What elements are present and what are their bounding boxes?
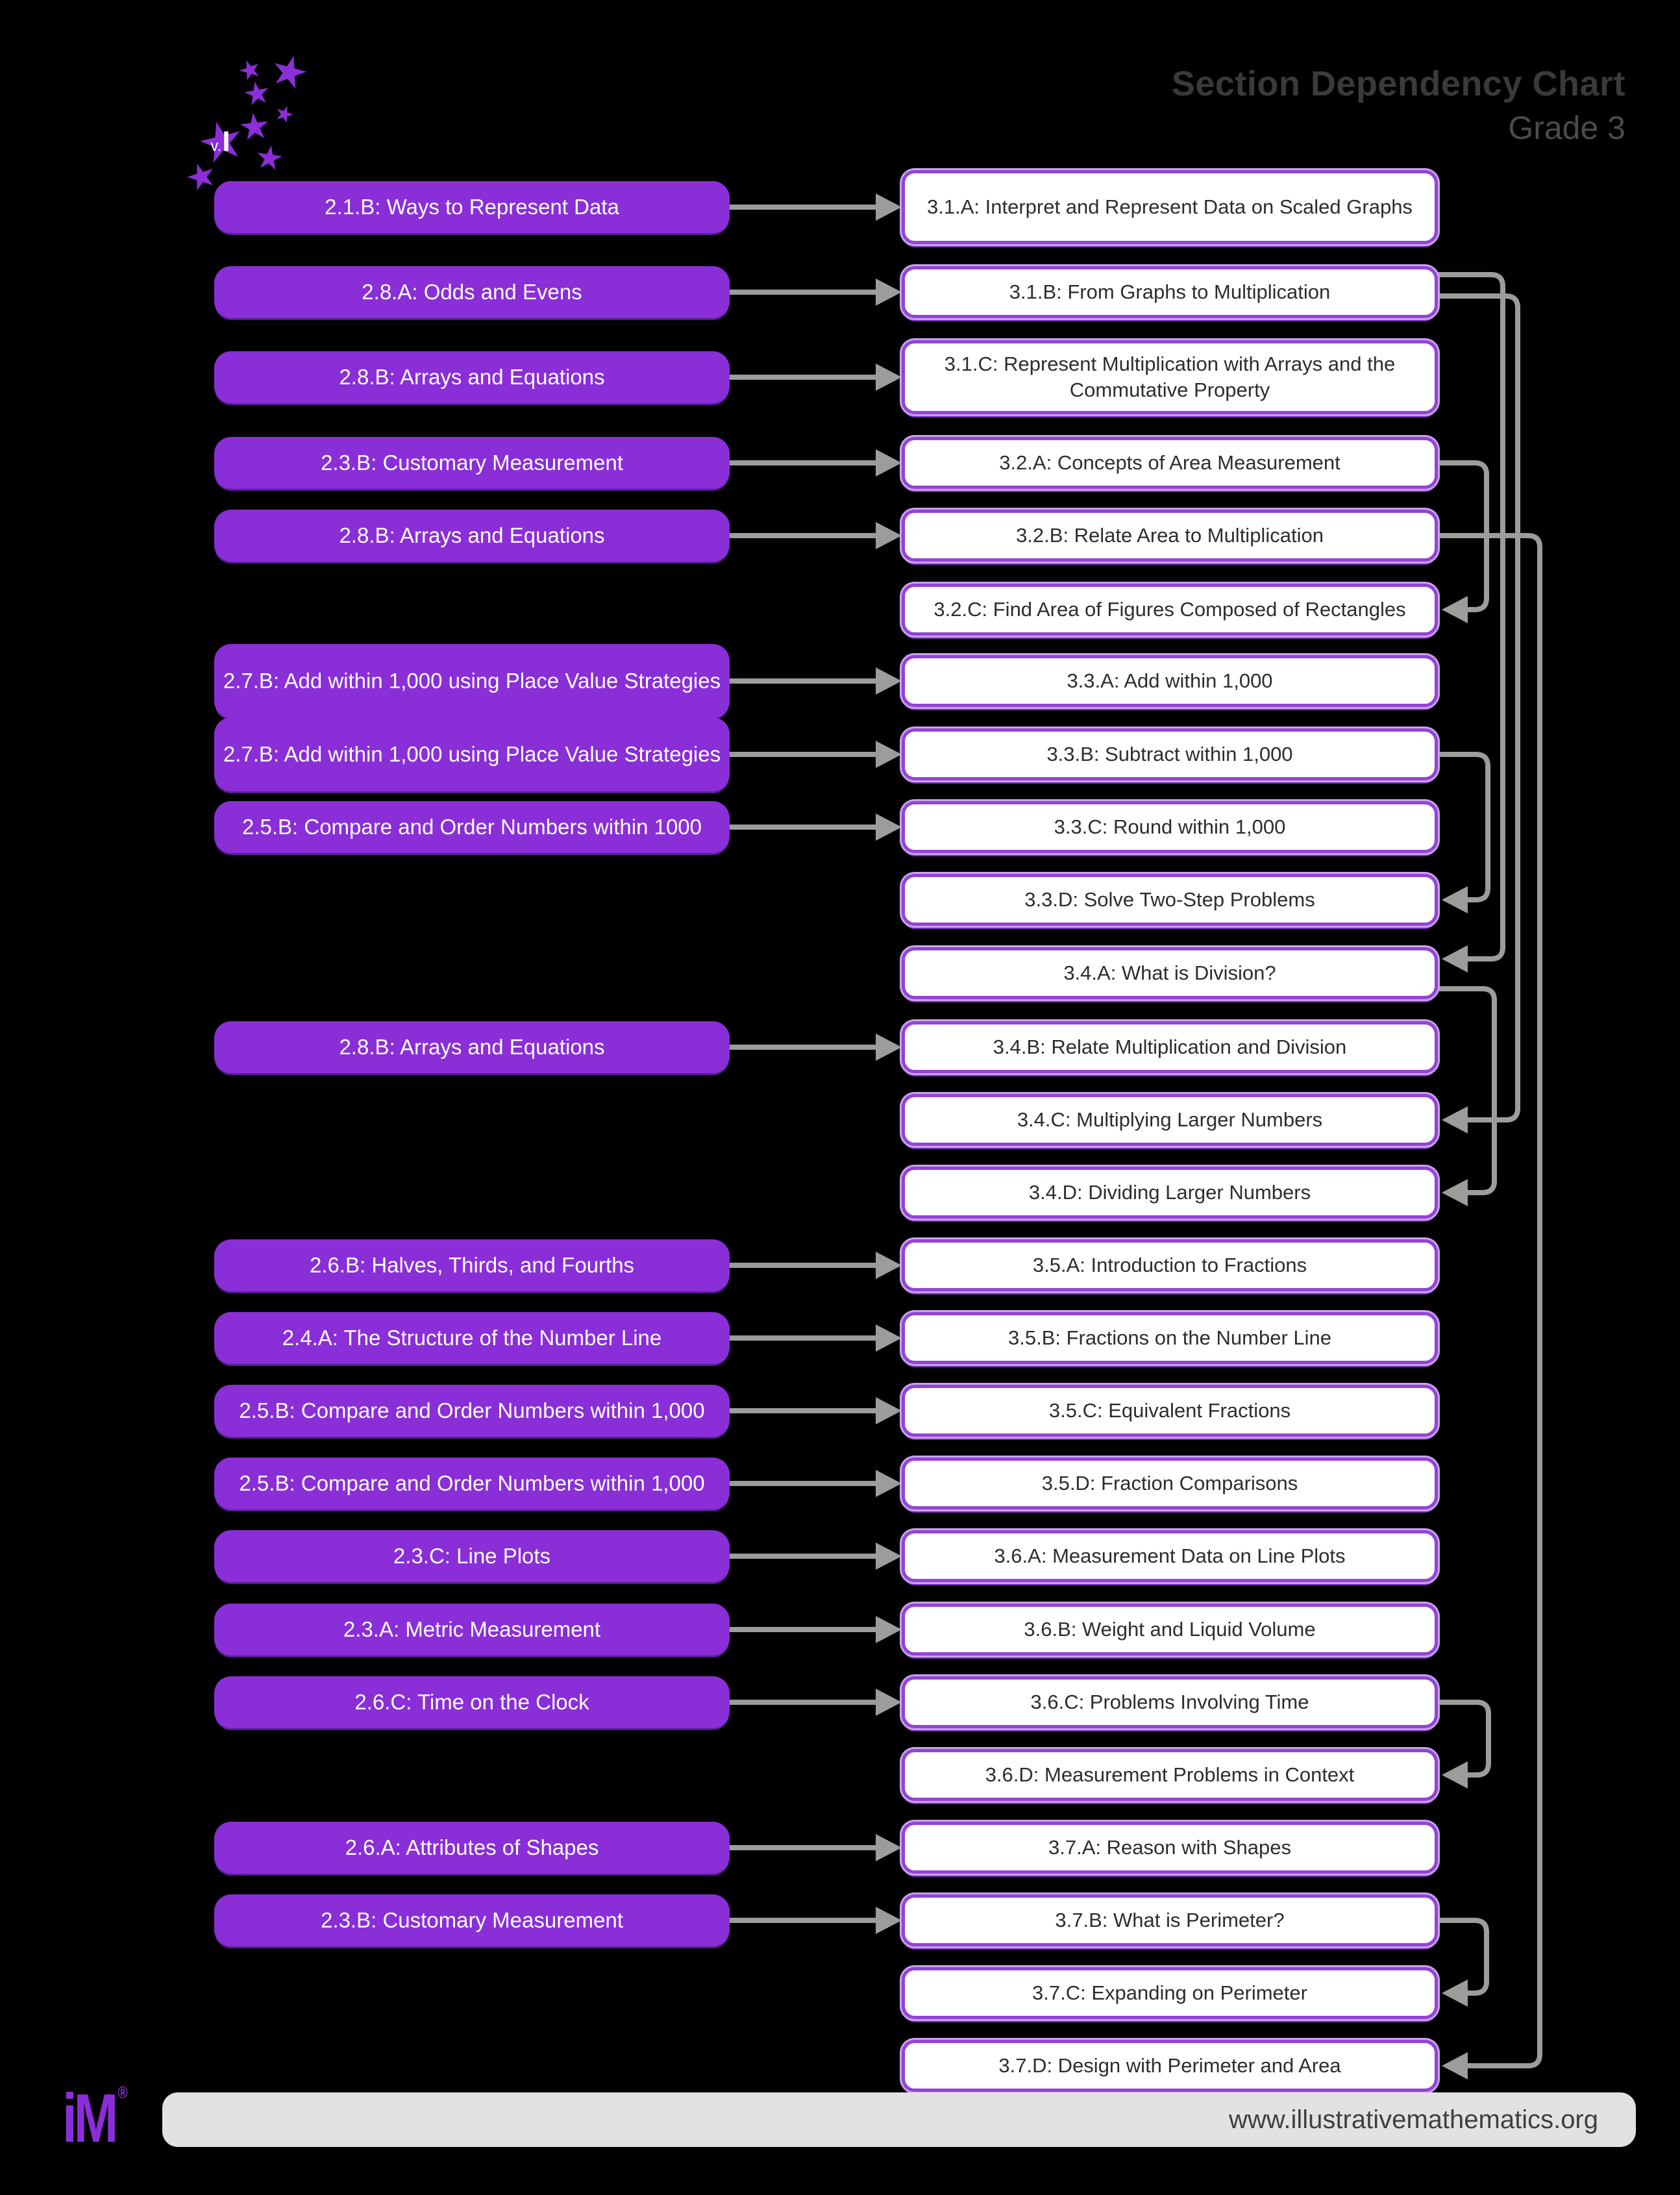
grade2-section-box: 2.8.B: Arrays and Equations	[214, 1021, 730, 1073]
grade2-section-box: 2.3.B: Customary Measurement	[214, 437, 730, 489]
grade2-section-box: 2.6.C: Time on the Clock	[214, 1676, 730, 1728]
grade2-section-box: 2.7.B: Add within 1,000 using Place Valu…	[214, 644, 730, 718]
grade3-section-box: 3.6.D: Measurement Problems in Context	[902, 1749, 1438, 1801]
grade3-section-box: 3.3.A: Add within 1,000	[902, 655, 1438, 707]
grade2-section-box: 2.3.B: Customary Measurement	[214, 1894, 730, 1946]
grade3-section-box: 3.1.B: From Graphs to Multiplication	[902, 266, 1438, 318]
grade3-section-box: 3.7.A: Reason with Shapes	[902, 1822, 1438, 1874]
grade3-section-box: 3.2.B: Relate Area to Multiplication	[902, 510, 1438, 562]
grade2-section-box: 2.5.B: Compare and Order Numbers within …	[214, 1457, 730, 1509]
grade2-section-box: 2.5.B: Compare and Order Numbers within …	[214, 1385, 730, 1437]
grade3-section-box: 3.6.B: Weight and Liquid Volume	[902, 1604, 1438, 1656]
grade2-section-box: 2.3.C: Line Plots	[214, 1530, 730, 1582]
grade3-section-box: 3.4.C: Multiplying Larger Numbers	[902, 1094, 1438, 1146]
grade3-section-box: 3.3.D: Solve Two-Step Problems	[902, 874, 1438, 926]
footer-url-link[interactable]: www.illustrativemathematics.org	[1228, 2105, 1598, 2134]
grade3-section-box: 3.7.D: Design with Perimeter and Area	[902, 2040, 1438, 2092]
page-subtitle: Grade 3	[1508, 110, 1625, 146]
grade2-section-box: 2.7.B: Add within 1,000 using Place Valu…	[214, 717, 730, 791]
footer-bar: www.illustrativemathematics.org	[162, 2092, 1636, 2147]
grade2-section-box: 2.8.B: Arrays and Equations	[214, 351, 730, 403]
logo-version-badge: v.I	[210, 126, 230, 158]
grade3-section-box: 3.7.B: What is Perimeter?	[902, 1894, 1438, 1946]
grade2-section-box: 2.6.A: Attributes of Shapes	[214, 1822, 730, 1874]
grade3-section-box: 3.4.B: Relate Multiplication and Divisio…	[902, 1021, 1438, 1073]
grade3-section-box: 3.6.C: Problems Involving Time	[902, 1676, 1438, 1728]
grade2-section-box: 2.4.A: The Structure of the Number Line	[214, 1312, 730, 1364]
grade3-section-box: 3.5.A: Introduction to Fractions	[902, 1239, 1438, 1291]
page-title: Section Dependency Chart	[1171, 64, 1625, 103]
grade2-section-box: 2.3.A: Metric Measurement	[214, 1604, 730, 1656]
grade2-section-box: 2.1.B: Ways to Represent Data	[214, 181, 730, 233]
grade3-section-box: 3.3.C: Round within 1,000	[902, 801, 1438, 853]
grade3-section-box: 3.4.A: What is Division?	[902, 947, 1438, 999]
grade2-section-box: 2.5.B: Compare and Order Numbers within …	[214, 801, 730, 853]
grade2-section-box: 2.8.A: Odds and Evens	[214, 266, 730, 318]
im-brand-text: iM	[62, 2080, 118, 2157]
grade3-section-box: 3.2.C: Find Area of Figures Composed of …	[902, 584, 1438, 636]
grade3-section-box: 3.2.A: Concepts of Area Measurement	[902, 437, 1438, 489]
registered-trademark-icon: ®	[117, 2083, 128, 2102]
im-brand-logo: iM®	[62, 2084, 128, 2153]
grade3-section-box: 3.4.D: Dividing Larger Numbers	[902, 1167, 1438, 1219]
logo-version-text-big: I	[222, 125, 230, 158]
grade3-section-box: 3.3.B: Subtract within 1,000	[902, 728, 1438, 780]
grade3-section-box: 3.6.A: Measurement Data on Line Plots	[902, 1530, 1438, 1582]
grade3-section-box: 3.7.C: Expanding on Perimeter	[902, 1967, 1438, 2019]
grade2-section-box: 2.6.B: Halves, Thirds, and Fourths	[214, 1239, 730, 1291]
grade3-section-box: 3.5.B: Fractions on the Number Line	[902, 1312, 1438, 1364]
logo-version-text: v.	[210, 137, 222, 155]
grade3-section-box: 3.1.A: Interpret and Represent Data on S…	[902, 170, 1438, 244]
grade3-section-box: 3.5.C: Equivalent Fractions	[902, 1385, 1438, 1437]
grade3-section-box: 3.1.C: Represent Multiplication with Arr…	[902, 340, 1438, 414]
grade3-section-box: 3.5.D: Fraction Comparisons	[902, 1457, 1438, 1509]
grade2-section-box: 2.8.B: Arrays and Equations	[214, 510, 730, 562]
page-header: Section Dependency Chart Grade 3	[1172, 64, 1625, 147]
